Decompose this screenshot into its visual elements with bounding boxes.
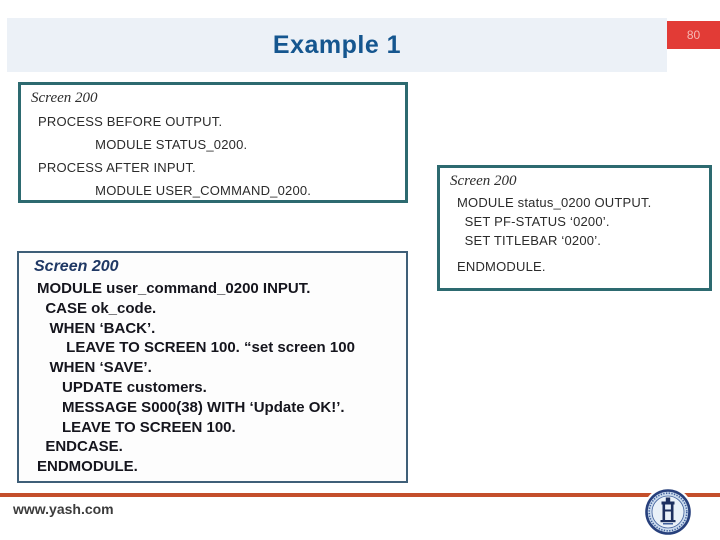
footer-url: www.yash.com: [13, 501, 114, 517]
title-band: Example 1: [7, 18, 667, 72]
code-line: MESSAGE S000(38) WITH ‘Update OK!’.: [37, 398, 345, 416]
code-line: ENDCASE.: [37, 438, 123, 456]
code-line: LEAVE TO SCREEN 100.: [37, 418, 236, 436]
page-number: 80: [686, 28, 701, 42]
page-number-badge: 80: [667, 21, 720, 49]
page-title: Example 1: [272, 30, 402, 59]
code-line: WHEN ‘SAVE’.: [37, 359, 152, 377]
code-line: PROCESS AFTER INPUT.: [38, 160, 196, 175]
screen-flow-box: Screen 200 PROCESS BEFORE OUTPUT. MODULE…: [18, 82, 408, 203]
code-line: ENDMODULE.: [37, 458, 138, 476]
code-line: UPDATE customers.: [37, 378, 207, 396]
screen-label: Screen 200: [34, 258, 119, 275]
footer-accent-line: [0, 493, 720, 497]
code-line: ENDMODULE.: [457, 259, 546, 274]
university-seal-logo: [643, 487, 693, 537]
code-line: SET PF-STATUS ‘0200’.: [457, 214, 610, 229]
screen-label: Screen 200: [31, 90, 98, 106]
code-line: WHEN ‘BACK’.: [37, 319, 156, 337]
code-line: PROCESS BEFORE OUTPUT.: [38, 114, 223, 129]
screen-label: Screen 200: [450, 173, 517, 189]
code-line: MODULE user_command_0200 INPUT.: [37, 280, 311, 297]
code-line: MODULE STATUS_0200.: [38, 137, 248, 152]
code-line: LEAVE TO SCREEN 100. “set screen 100: [37, 339, 355, 357]
pai-module-box: Screen 200 MODULE user_command_0200 INPU…: [17, 251, 408, 483]
code-line: CASE ok_code.: [37, 299, 157, 317]
code-line: MODULE USER_COMMAND_0200.: [38, 183, 312, 198]
code-line: SET TITLEBAR ‘0200’.: [457, 233, 602, 248]
pbo-module-box: Screen 200 MODULE status_0200 OUTPUT. SE…: [437, 165, 712, 291]
code-line: MODULE status_0200 OUTPUT.: [457, 195, 652, 210]
